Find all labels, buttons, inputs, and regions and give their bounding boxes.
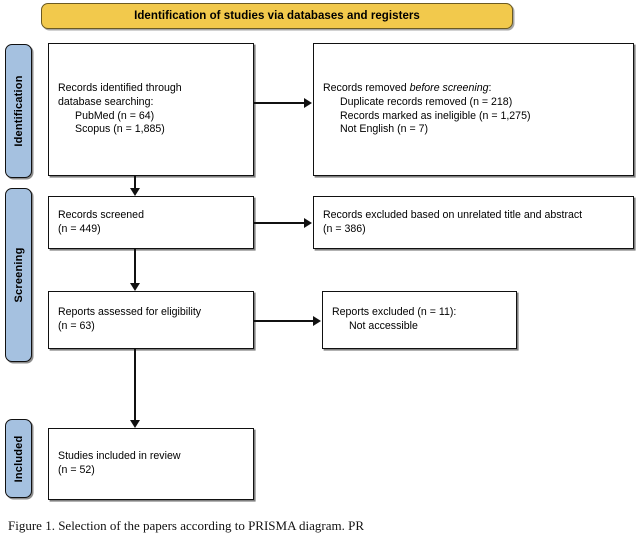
box-records-excluded-title-abstract: Records excluded based on unrelated titl… [313,196,634,249]
box-line: Reports assessed for eligibility [58,306,202,319]
arrow-right-icon [313,316,321,326]
box-reports-excluded: Reports excluded (n = 11): Not accessibl… [322,291,517,349]
box-records-removed: Records removed before screening: Duplic… [313,43,634,176]
box-line: Studies included in review [58,450,181,463]
box-line: Not English (n = 7) [340,123,429,136]
connector-eligibility-to-reports-excluded [254,320,314,322]
box-line: (n = 386) [323,222,366,235]
diagram-banner: Identification of studies via databases … [41,3,513,29]
arrow-down-icon [130,188,140,196]
box-line: (n = 449) [58,222,101,235]
box-records-screened: Records screened (n = 449) [48,196,254,249]
removed-suffix: : [488,82,492,95]
stage-rail-screening: Screening [5,188,32,362]
stage-rail-identification-label: Identification [12,75,25,147]
stage-rail-included-label: Included [12,435,25,482]
arrow-down-icon [130,420,140,428]
stage-rail-included: Included [5,419,32,498]
box-line: Records marked as ineligible (n = 1,275) [340,109,531,122]
box-line: Records screened [58,208,144,221]
connector-screened-to-eligibility [134,249,136,283]
connector-screened-to-excluded [254,222,305,224]
box-line: Not accessible [349,320,418,332]
box-line: (n = 63) [58,320,95,332]
connector-identified-to-screened [134,176,136,189]
figure-caption: Figure 1. Selection of the papers accord… [8,518,365,533]
stage-rail-identification: Identification [5,44,32,178]
connector-eligibility-to-included [134,349,136,420]
stage-rail-screening-label: Screening [12,247,25,303]
box-line: Scopus (n = 1,885) [75,123,165,136]
box-line: Records identified through [58,82,182,95]
box-line: PubMed (n = 64) [75,109,155,122]
box-reports-assessed-eligibility: Reports assessed for eligibility (n = 63… [48,291,254,349]
arrow-down-icon [130,283,140,291]
arrow-right-icon [304,98,312,108]
connector-identified-to-removed [254,102,305,104]
box-heading-line: Records removed before screening: [323,82,624,96]
box-line: (n = 52) [58,464,95,476]
box-line: Reports excluded (n = 11): [332,306,457,319]
banner-label: Identification of studies via databases … [134,10,420,22]
box-line: Duplicate records removed (n = 218) [340,95,513,108]
removed-italic: before screening [409,82,489,95]
removed-prefix: Records removed [323,82,410,95]
box-line: database searching: [58,95,154,108]
box-line: Records excluded based on unrelated titl… [323,208,583,221]
arrow-right-icon [304,218,312,228]
box-records-identified: Records identified through database sear… [48,43,254,176]
box-studies-included: Studies included in review (n = 52) [48,428,254,500]
